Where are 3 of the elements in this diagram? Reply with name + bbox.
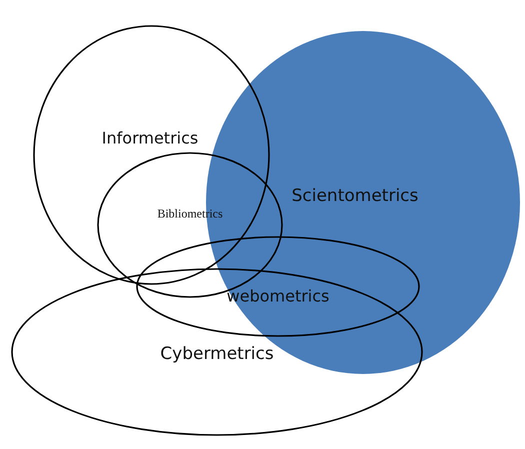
set-label: Informetrics [102, 128, 198, 148]
set-label: Scientometrics [292, 186, 418, 206]
set-label: Cybermetrics [160, 344, 274, 364]
